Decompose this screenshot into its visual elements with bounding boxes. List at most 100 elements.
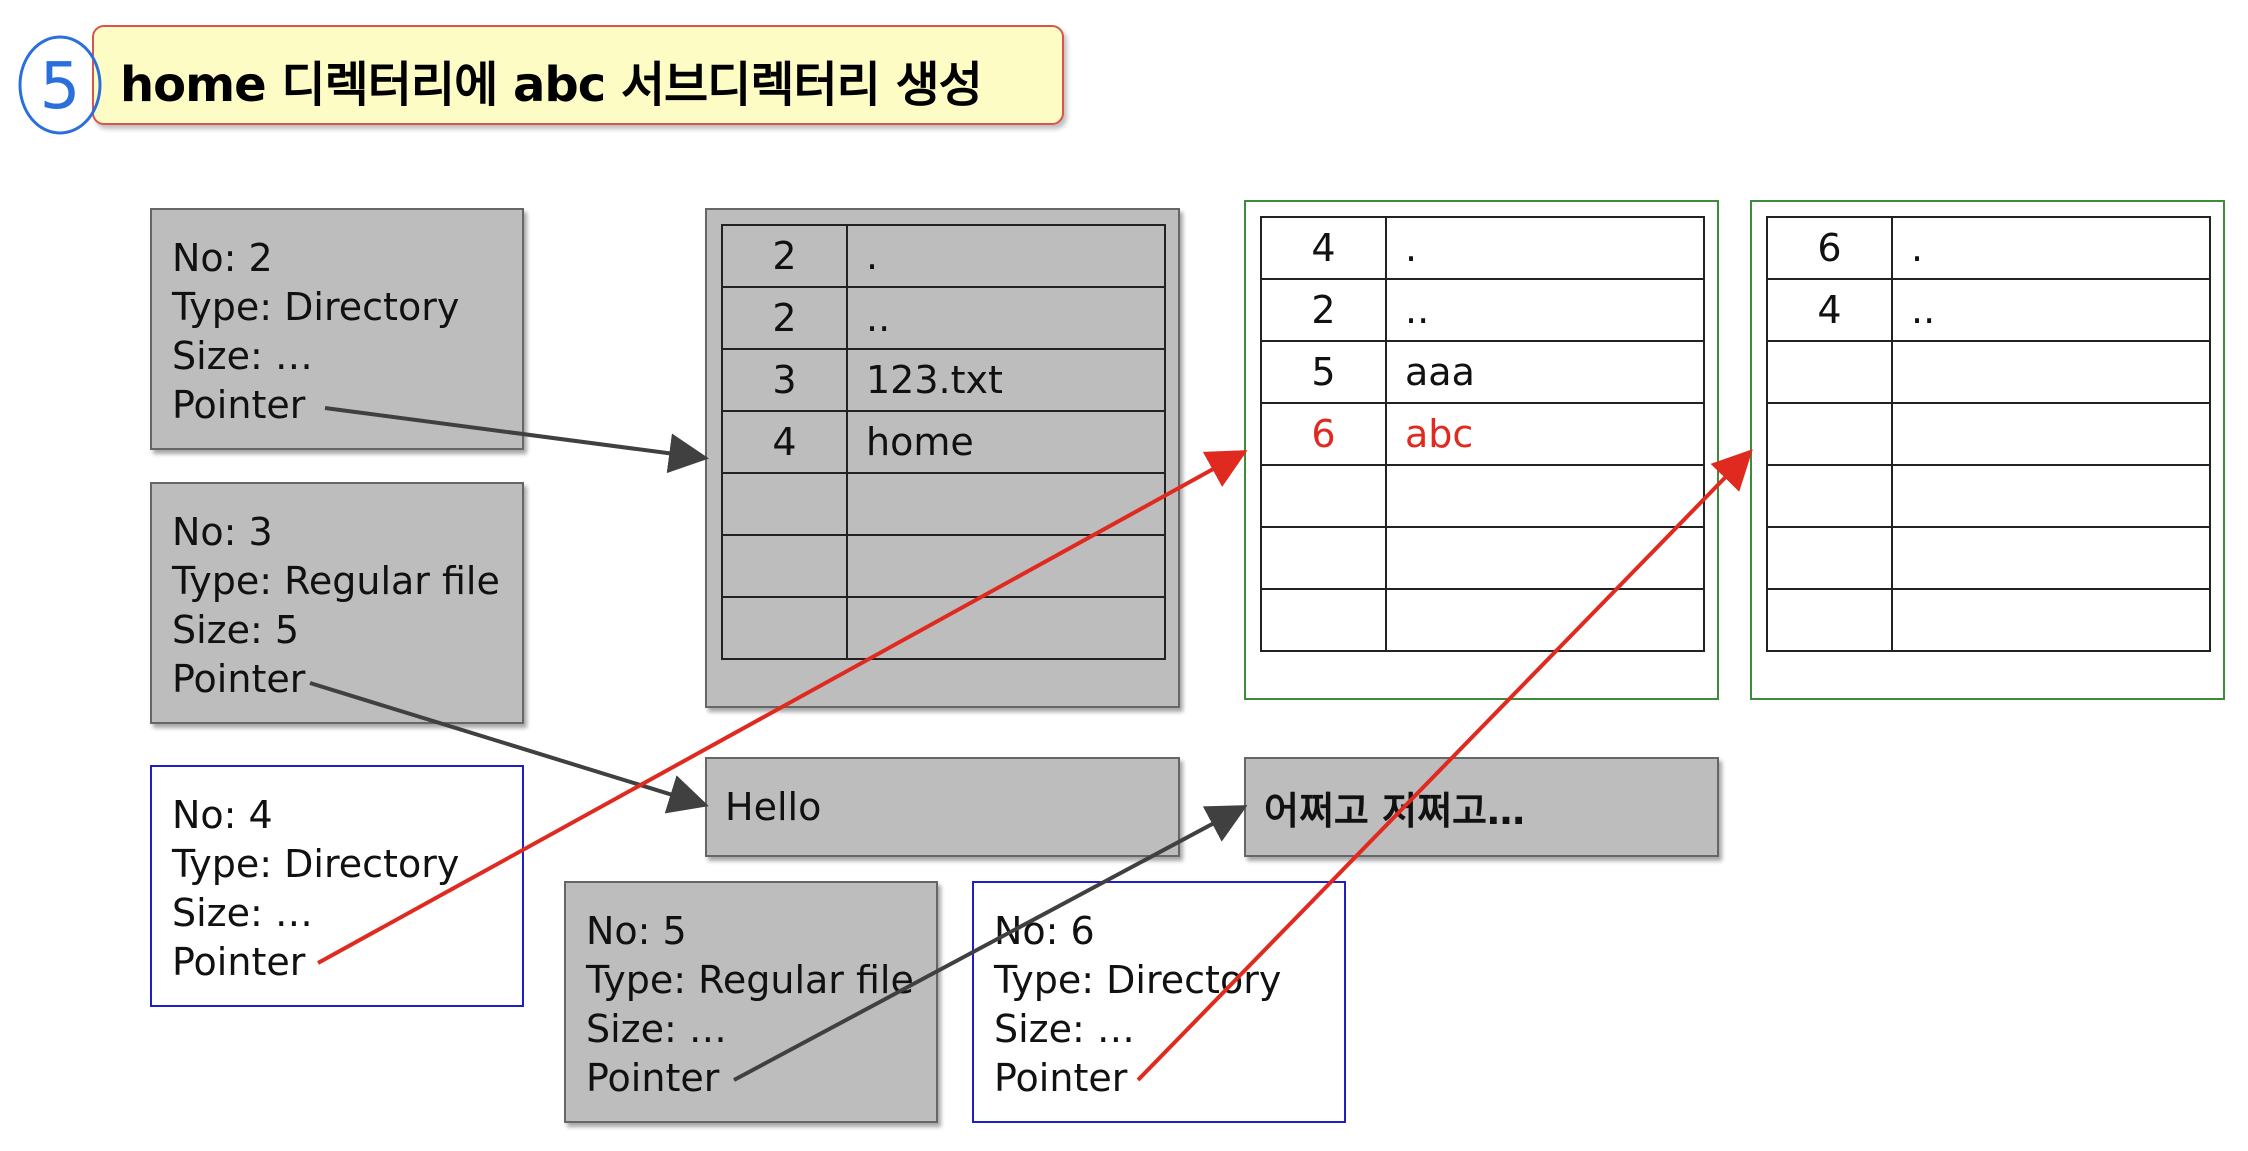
entry-inode: 5 — [1260, 340, 1387, 404]
inode-pointer: Pointer — [172, 383, 306, 427]
entry-inode: 2 — [721, 224, 848, 288]
entry-name — [1385, 526, 1705, 590]
step-marker-label: 5 — [40, 50, 81, 124]
entry-inode — [721, 472, 848, 536]
entry-name — [1385, 464, 1705, 528]
dir-entry — [1766, 464, 2211, 528]
entry-name — [1385, 588, 1705, 652]
dir-entry: 2.. — [721, 286, 1166, 350]
entry-inode — [721, 534, 848, 598]
inode-no: No: 3 — [172, 510, 273, 554]
inode-no: No: 4 — [172, 793, 273, 837]
entry-inode — [1766, 464, 1893, 528]
inode-no: No: 2 — [172, 236, 273, 280]
entry-inode: 2 — [1260, 278, 1387, 342]
dir-entry — [1260, 588, 1705, 652]
page-title: home 디렉터리에 abc 서브디렉터리 생성 — [120, 57, 983, 113]
entry-name: home — [846, 410, 1166, 474]
inode-no: No: 5 — [586, 909, 687, 953]
inode-size: Size: … — [172, 334, 313, 378]
dir-entry: 6. — [1766, 216, 2211, 280]
inode-pointer: Pointer — [994, 1056, 1128, 1100]
inode-type: Type: Regular file — [172, 559, 500, 603]
entry-inode — [1260, 464, 1387, 528]
data-content: Hello — [725, 785, 822, 829]
entry-inode — [1766, 340, 1893, 404]
dir-entry — [1766, 340, 2211, 404]
entry-inode — [721, 596, 848, 660]
entry-name: abc — [1385, 402, 1705, 466]
entry-name: 123.txt — [846, 348, 1166, 412]
hello-data-block: Hello — [705, 757, 1180, 857]
inode-type: Type: Directory — [172, 285, 460, 329]
title-banner: home 디렉터리에 abc 서브디렉터리 생성 — [92, 25, 1064, 125]
entry-inode — [1766, 526, 1893, 590]
entry-inode — [1260, 588, 1387, 652]
inode-pointer: Pointer — [586, 1056, 720, 1100]
dir-entry: 4. — [1260, 216, 1705, 280]
inode-type: Type: Regular file — [586, 958, 914, 1002]
entry-name: .. — [846, 286, 1166, 350]
arrow-inode6-to-abc — [1136, 449, 1753, 1082]
entry-name — [1891, 402, 2211, 466]
step-marker-icon: 5 — [18, 35, 102, 135]
entry-inode: 3 — [721, 348, 848, 412]
arrow-inode3-to-hello — [309, 681, 709, 814]
entry-name: . — [846, 224, 1166, 288]
entry-name — [1891, 588, 2211, 652]
dir-entry — [1766, 588, 2211, 652]
entry-name — [846, 472, 1166, 536]
dir-entry — [1260, 526, 1705, 590]
inode-size: Size: … — [172, 891, 313, 935]
entry-inode: 6 — [1766, 216, 1893, 280]
entry-name: .. — [1891, 278, 2211, 342]
other-data-block: 어쩌고 저쩌고… — [1244, 757, 1719, 857]
inode-size: Size: … — [994, 1007, 1135, 1051]
inode-type: Type: Directory — [172, 842, 460, 886]
inode-size: Size: … — [586, 1007, 727, 1051]
abc-dir-table: 6. 4.. — [1766, 216, 2211, 652]
dir-entry — [721, 472, 1166, 536]
arrow-inode5-to-other — [733, 805, 1248, 1082]
inode-size: Size: 5 — [172, 608, 300, 652]
entry-name: aaa — [1385, 340, 1705, 404]
arrow-inode4-to-home — [317, 450, 1248, 965]
dir-entry: 2.. — [1260, 278, 1705, 342]
data-content: 어쩌고 저쩌고… — [1264, 788, 1525, 833]
entry-name — [1891, 464, 2211, 528]
entry-name — [1891, 340, 2211, 404]
dir-entry — [1766, 402, 2211, 466]
dir-entry — [721, 596, 1166, 660]
entry-inode: 2 — [721, 286, 848, 350]
dir-entry — [721, 534, 1166, 598]
entry-name: . — [1385, 216, 1705, 280]
dir-entry — [1260, 464, 1705, 528]
inode-3: No: 3 Type: Regular file Size: 5 Pointer — [150, 482, 524, 724]
entry-name — [846, 534, 1166, 598]
entry-inode: 6 — [1260, 402, 1387, 466]
entry-inode: 4 — [1766, 278, 1893, 342]
entry-name — [1891, 526, 2211, 590]
entry-inode: 4 — [721, 410, 848, 474]
entry-name: . — [1891, 216, 2211, 280]
inode-pointer: Pointer — [172, 657, 306, 701]
arrow-inode2-to-root — [324, 406, 709, 474]
dir-entry — [1766, 526, 2211, 590]
entry-name: .. — [1385, 278, 1705, 342]
dir-entry: 2. — [721, 224, 1166, 288]
entry-inode — [1766, 402, 1893, 466]
entry-inode — [1260, 526, 1387, 590]
entry-name — [846, 596, 1166, 660]
inode-pointer: Pointer — [172, 940, 306, 984]
entry-inode — [1766, 588, 1893, 652]
entry-inode: 4 — [1260, 216, 1387, 280]
